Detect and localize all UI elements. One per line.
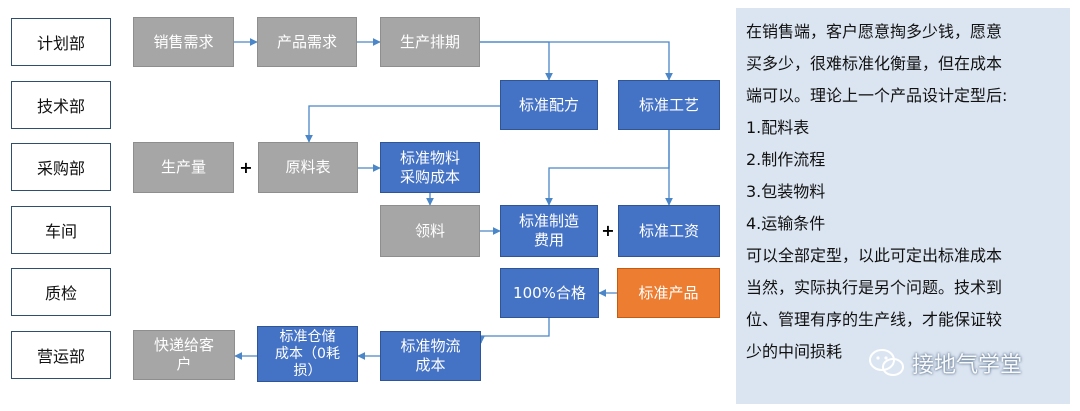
arrow-qualified-to-logistics	[477, 318, 550, 344]
box-standard-process: 标准工艺	[618, 80, 720, 130]
box-qualified: 100%合格	[500, 268, 599, 318]
note-line: 买多少，很难标准化衡量，但在成本	[746, 54, 1003, 73]
arrow-process-to-mfgcost	[545, 130, 670, 206]
box-bom: 原料表	[258, 142, 358, 193]
note-line: 可以全部定型，以此可定出标准成本	[746, 246, 1003, 265]
box-standard-formula: 标准配方	[500, 80, 598, 130]
note-line: 端可以。理论上一个产品设计定型后:	[746, 86, 1008, 105]
box-production-volume: 生产量	[133, 142, 234, 193]
box-sales-demand: 销售需求	[133, 17, 234, 67]
arrow-formula-to-bom	[305, 105, 500, 143]
arrow-schedule-to-process	[480, 41, 673, 81]
explanation-note: 在销售端，客户愿意掏多少钱，愿意 买多少，很难标准化衡量，但在成本 端可以。理论…	[736, 8, 1070, 404]
note-line: 2.制作流程	[746, 150, 826, 169]
note-line: 4.运输条件	[746, 214, 826, 233]
dept-planning: 计划部	[11, 18, 111, 66]
dept-technical: 技术部	[11, 81, 111, 129]
wechat-icon	[869, 349, 904, 376]
box-std-wage: 标准工资	[618, 205, 720, 257]
plus-sign: +	[239, 158, 253, 177]
note-line: 当然，实际执行是另个问题。技术到	[746, 278, 1003, 297]
box-std-mfg-cost: 标准制造 费用	[500, 205, 598, 257]
arrow-schedule-to-formula	[480, 41, 553, 81]
watermark: 接地气学堂	[868, 345, 1058, 381]
note-line: 少的中间损耗	[746, 342, 843, 361]
note-line: 1.配料表	[746, 118, 810, 137]
note-line: 3.包装物料	[746, 182, 826, 201]
box-material-pick: 领料	[380, 205, 480, 257]
dept-workshop: 车间	[11, 206, 111, 254]
box-std-warehouse-cost: 标准仓储 成本（0耗 损）	[257, 326, 358, 382]
plus-sign: +	[601, 221, 615, 240]
box-product-demand: 产品需求	[257, 17, 357, 67]
box-std-product: 标准产品	[617, 268, 720, 318]
note-line: 在销售端，客户愿意掏多少钱，愿意	[746, 22, 1003, 41]
dept-operations: 营运部	[11, 331, 111, 379]
box-express-to-customer: 快递给客 户	[133, 330, 235, 380]
dept-purchasing: 采购部	[11, 143, 111, 191]
note-line: 位、管理有序的生产线，才能保证较	[746, 310, 1003, 329]
box-production-schedule: 生产排期	[380, 17, 480, 67]
box-std-material-cost: 标准物料 采购成本	[380, 142, 480, 193]
dept-quality: 质检	[11, 268, 111, 316]
watermark-text: 接地气学堂	[912, 353, 1023, 378]
box-std-logistics-cost: 标准物流 成本	[380, 331, 481, 381]
